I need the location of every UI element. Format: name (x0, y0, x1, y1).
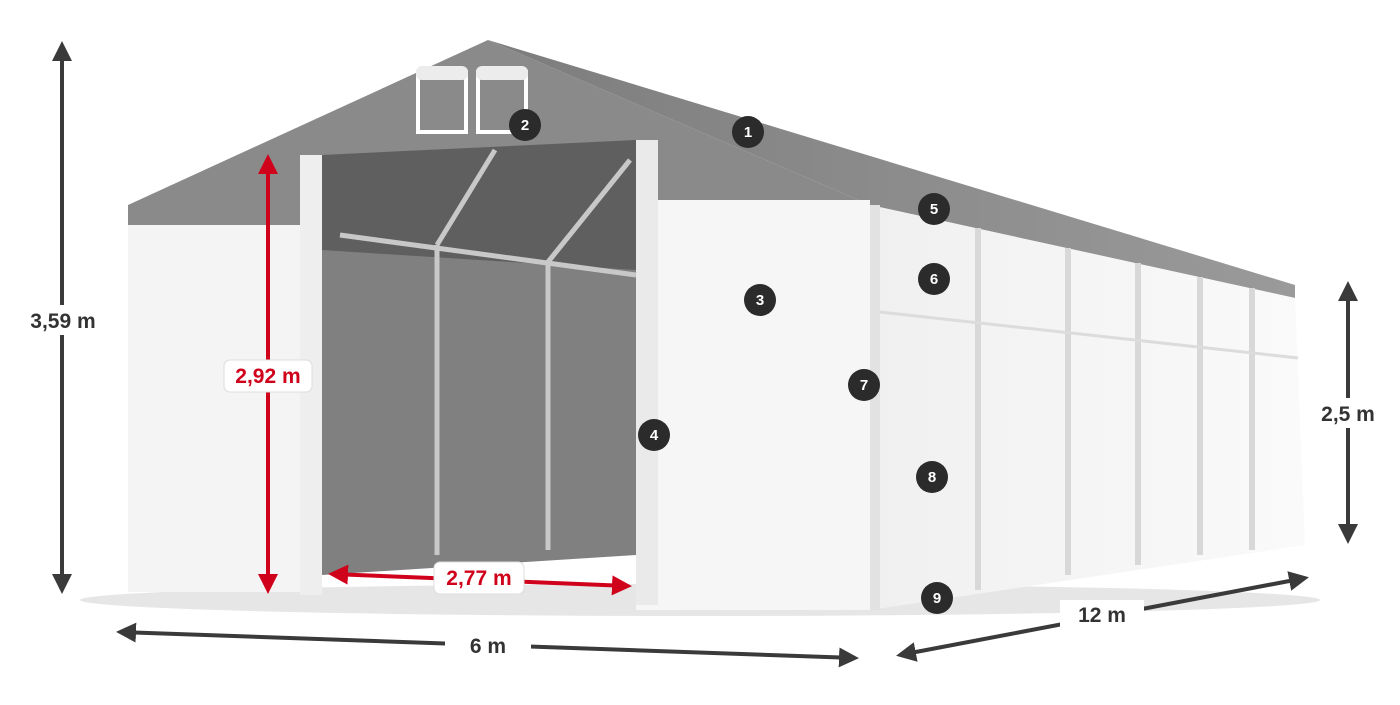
interior-frame (339, 148, 637, 555)
marker-3: 3 (744, 284, 776, 316)
interior-ceiling (322, 140, 636, 270)
side-height-label-bg (1308, 398, 1388, 428)
marker-9-label: 9 (933, 590, 941, 607)
marker-3-label: 3 (756, 292, 764, 309)
marker-5-label: 5 (930, 201, 938, 218)
entrance-width-label-bg (433, 561, 525, 595)
front-wall-right (636, 200, 870, 610)
side-wall-poles (975, 228, 1255, 590)
marker-1: 1 (732, 116, 764, 148)
door-curtain-right (636, 140, 658, 605)
width-label: 6 m (470, 635, 506, 658)
side-height-label: 2,5 m (1321, 403, 1375, 426)
marker-5: 5 (918, 193, 950, 225)
marker-6-label: 6 (930, 271, 938, 288)
marker-1-label: 1 (744, 124, 752, 141)
marker-6: 6 (918, 263, 950, 295)
side-wall-seam (879, 310, 1299, 360)
marker-2: 2 (509, 109, 541, 141)
marker-2-label: 2 (521, 117, 529, 134)
marker-7: 7 (848, 369, 880, 401)
marker-8: 8 (916, 461, 948, 493)
front-wall-left (128, 225, 320, 592)
entrance-width-label: 2,77 m (446, 567, 511, 590)
marker-4-label: 4 (650, 427, 659, 444)
gable-windows (416, 66, 528, 134)
marker-7-label: 7 (860, 377, 868, 394)
marker-9: 9 (921, 582, 953, 614)
width-label-bg (445, 630, 531, 662)
marker-8-label: 8 (928, 469, 936, 486)
entrance-height-label: 2,92 m (235, 365, 300, 388)
length-label-bg (1060, 600, 1144, 630)
length-label: 12 m (1078, 604, 1126, 627)
total-height-label: 3,59 m (30, 310, 95, 333)
side-roof (488, 40, 1295, 298)
corner-post (870, 205, 880, 610)
total-height-label-bg (18, 305, 108, 335)
entrance-height-label-bg (223, 359, 313, 393)
marker-4: 4 (638, 419, 670, 451)
